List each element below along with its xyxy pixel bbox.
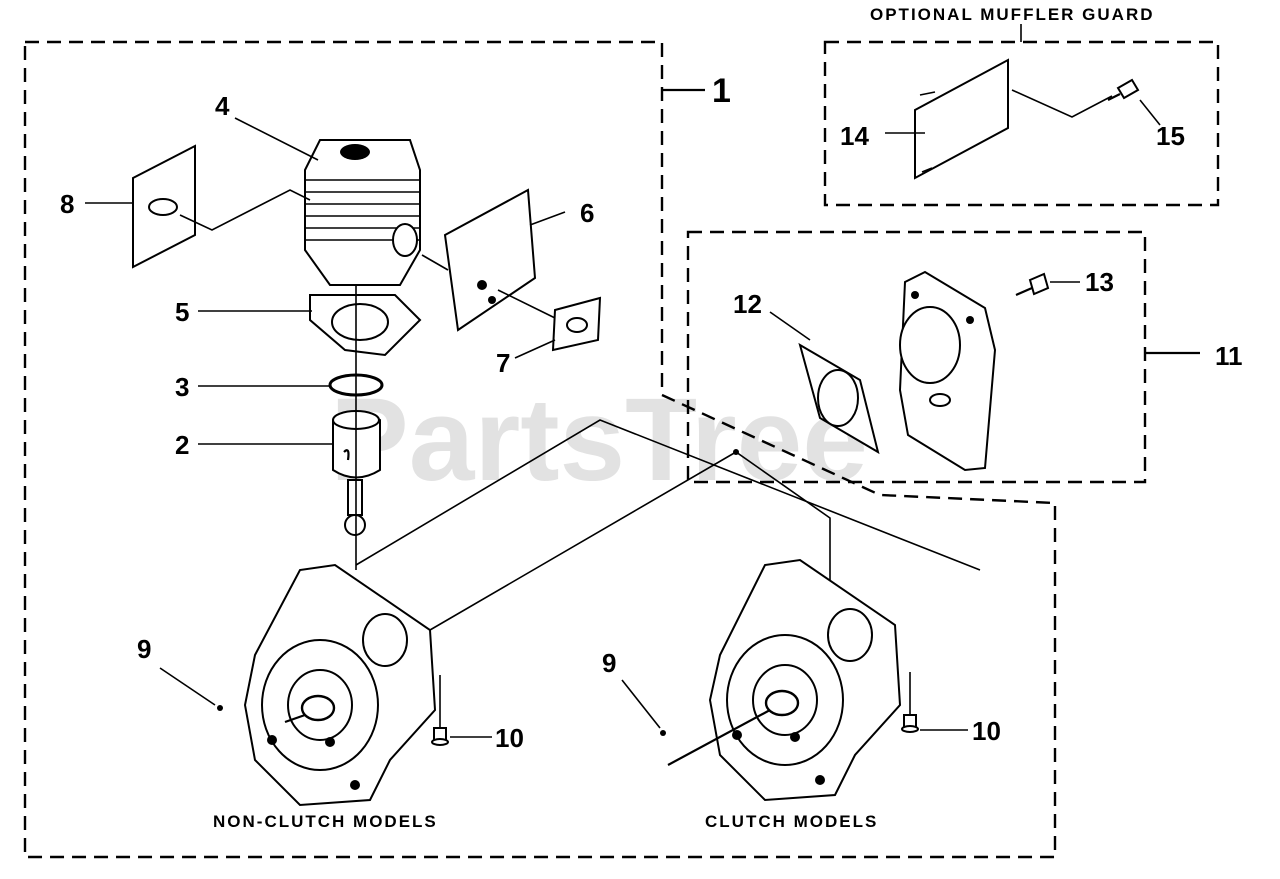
- intake-gasket-assembly-line: [179, 189, 311, 231]
- watermark-text: PartsTree: [330, 374, 868, 506]
- callout-1: 1: [712, 72, 731, 110]
- clutch-models-caption: CLUTCH MODELS: [705, 812, 878, 831]
- group-1-dashed-boundary: [23, 40, 1057, 859]
- cylinder-base-gasket: [309, 294, 422, 357]
- callout-12: 12: [733, 289, 762, 319]
- callout-7-leader: [514, 339, 556, 359]
- muffler-dashed-boundary: [686, 230, 1147, 484]
- callout-15-leader: [1139, 99, 1161, 126]
- non-clutch-models-caption: NON-CLUTCH MODELS: [213, 812, 438, 831]
- muffler-guard-assembly-line: [1011, 89, 1113, 118]
- callout-2: 2: [175, 430, 189, 460]
- muffler-guard-dashed-boundary: [823, 40, 1220, 207]
- callout-9-right: 9: [602, 648, 616, 678]
- assembly-line-crankcase-to-muffler: [355, 419, 981, 571]
- pin-left: [217, 705, 223, 711]
- plate-to-spacer-line: [497, 289, 556, 319]
- callout-7: 7: [496, 348, 510, 378]
- pin-right: [660, 730, 666, 736]
- callout-5: 5: [175, 297, 189, 327]
- muffler-body: [898, 270, 997, 472]
- cylinder-to-plate-line: [421, 254, 449, 271]
- callout-3: 3: [175, 372, 189, 402]
- muffler-bolt: [1015, 272, 1050, 297]
- callout-4-leader: [234, 117, 319, 161]
- muffler-guard-plate: [914, 58, 1009, 180]
- muffler-gasket: [798, 342, 880, 455]
- assembly-line-crankcase-right: [429, 451, 831, 631]
- crankcase-bolt-left: [431, 727, 449, 746]
- callout-9-left: 9: [137, 634, 151, 664]
- callout-6-leader: [529, 211, 566, 226]
- muffler-guard-screw: [1107, 78, 1140, 101]
- callout-4: 4: [215, 91, 230, 121]
- callout-15: 15: [1156, 121, 1185, 151]
- spacer-gasket: [551, 296, 602, 352]
- callout-9-left-leader: [159, 667, 216, 706]
- crankcase-non-clutch: [243, 563, 437, 807]
- callout-6: 6: [580, 198, 594, 228]
- crankcase-clutch: [667, 558, 902, 802]
- callout-10-left: 10: [495, 723, 524, 753]
- callout-12-leader: [769, 311, 811, 341]
- crankcase-bolt-right: [901, 714, 919, 733]
- callout-10-right: 10: [972, 716, 1001, 746]
- connecting-rod: [344, 479, 366, 536]
- intake-gasket: [132, 144, 196, 269]
- callout-11: 11: [1215, 341, 1243, 371]
- callout-13: 13: [1085, 267, 1114, 297]
- cylinder: [304, 139, 421, 286]
- callout-8: 8: [60, 189, 74, 219]
- assembly-junction-dot: [733, 449, 739, 455]
- callout-9-right-leader: [621, 679, 661, 729]
- callout-14: 14: [840, 121, 869, 151]
- exhaust-gasket-plate: [443, 188, 537, 332]
- optional-muffler-guard-caption: OPTIONAL MUFFLER GUARD: [870, 5, 1155, 24]
